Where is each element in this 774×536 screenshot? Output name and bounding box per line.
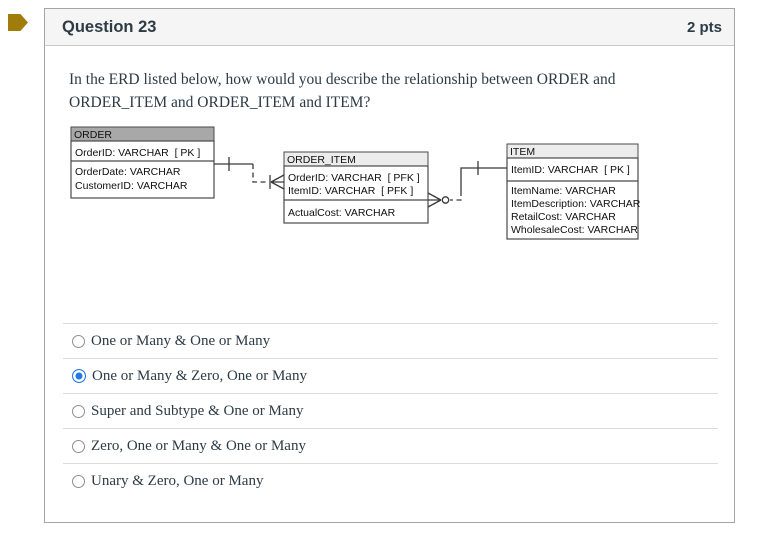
- answer-option-5[interactable]: Unary & Zero, One or Many: [63, 463, 718, 498]
- current-question-marker-icon: [8, 14, 28, 31]
- erd-field: OrderID: VARCHAR [ PFK ]: [288, 172, 420, 184]
- relationship-order-orderitem: [214, 157, 285, 190]
- erd-field: ItemID: VARCHAR [ PFK ]: [288, 185, 413, 197]
- answer-option-4[interactable]: Zero, One or Many & One or Many: [63, 428, 718, 463]
- erd-table-item: ITEM ItemID: VARCHAR [ PK ] ItemName: VA…: [506, 143, 641, 240]
- answer-label: One or Many & Zero, One or Many: [92, 367, 307, 384]
- answer-label: One or Many & One or Many: [91, 332, 271, 349]
- answer-option-3[interactable]: Super and Subtype & One or Many: [63, 393, 718, 428]
- erd-table-order-item-name: ORDER_ITEM: [287, 154, 356, 166]
- erd-field: ItemName: VARCHAR: [511, 185, 616, 197]
- answer-label: Zero, One or Many & One or Many: [91, 437, 306, 454]
- answer-option-1[interactable]: One or Many & One or Many: [63, 323, 718, 358]
- erd-table-item-name: ITEM: [510, 146, 535, 158]
- radio-button[interactable]: [72, 369, 86, 383]
- answer-option-2[interactable]: One or Many & Zero, One or Many: [63, 358, 718, 393]
- erd-table-order-name: ORDER: [74, 129, 112, 141]
- erd-table-order: ORDER OrderID: VARCHAR [ PK ] OrderDate:…: [70, 126, 215, 199]
- radio-button[interactable]: [72, 439, 85, 453]
- erd-field: ActualCost: VARCHAR: [288, 207, 396, 219]
- question-text: In the ERD listed below, how would you d…: [69, 71, 616, 111]
- question-points: 2 pts: [686, 18, 722, 36]
- question-header: Question 23 2 pts: [45, 9, 734, 46]
- question-body: In the ERD listed below, how would you d…: [45, 46, 734, 522]
- erd-field: WholesaleCost: VARCHAR: [511, 224, 638, 236]
- erd-field: ItemID: VARCHAR [ PK ]: [511, 164, 630, 176]
- question-card: Question 23 2 pts In the ERD listed belo…: [44, 8, 735, 523]
- answer-label: Super and Subtype & One or Many: [91, 402, 304, 419]
- erd-field: OrderID: VARCHAR [ PK ]: [75, 147, 200, 159]
- zero-circle-icon: [441, 196, 450, 204]
- erd-field: ItemDescription: VARCHAR: [511, 198, 641, 210]
- erd-field: CustomerID: VARCHAR: [75, 180, 188, 192]
- radio-button[interactable]: [72, 334, 85, 348]
- erd-field: RetailCost: VARCHAR: [511, 211, 616, 223]
- question-title: Question 23: [62, 17, 157, 36]
- crow-foot-icon: [270, 174, 285, 190]
- answer-options: One or Many & One or Many One or Many & …: [63, 323, 718, 498]
- erd-table-order-item: ORDER_ITEM OrderID: VARCHAR [ PFK ] Item…: [283, 151, 429, 224]
- crow-foot-icon: [427, 192, 442, 208]
- relationship-orderitem-item: [427, 161, 507, 208]
- erd-diagram: ORDER OrderID: VARCHAR [ PK ] OrderDate:…: [70, 126, 641, 240]
- answer-label: Unary & Zero, One or Many: [91, 472, 264, 489]
- radio-button[interactable]: [72, 474, 85, 488]
- erd-field: OrderDate: VARCHAR: [75, 166, 181, 178]
- radio-button[interactable]: [72, 404, 85, 418]
